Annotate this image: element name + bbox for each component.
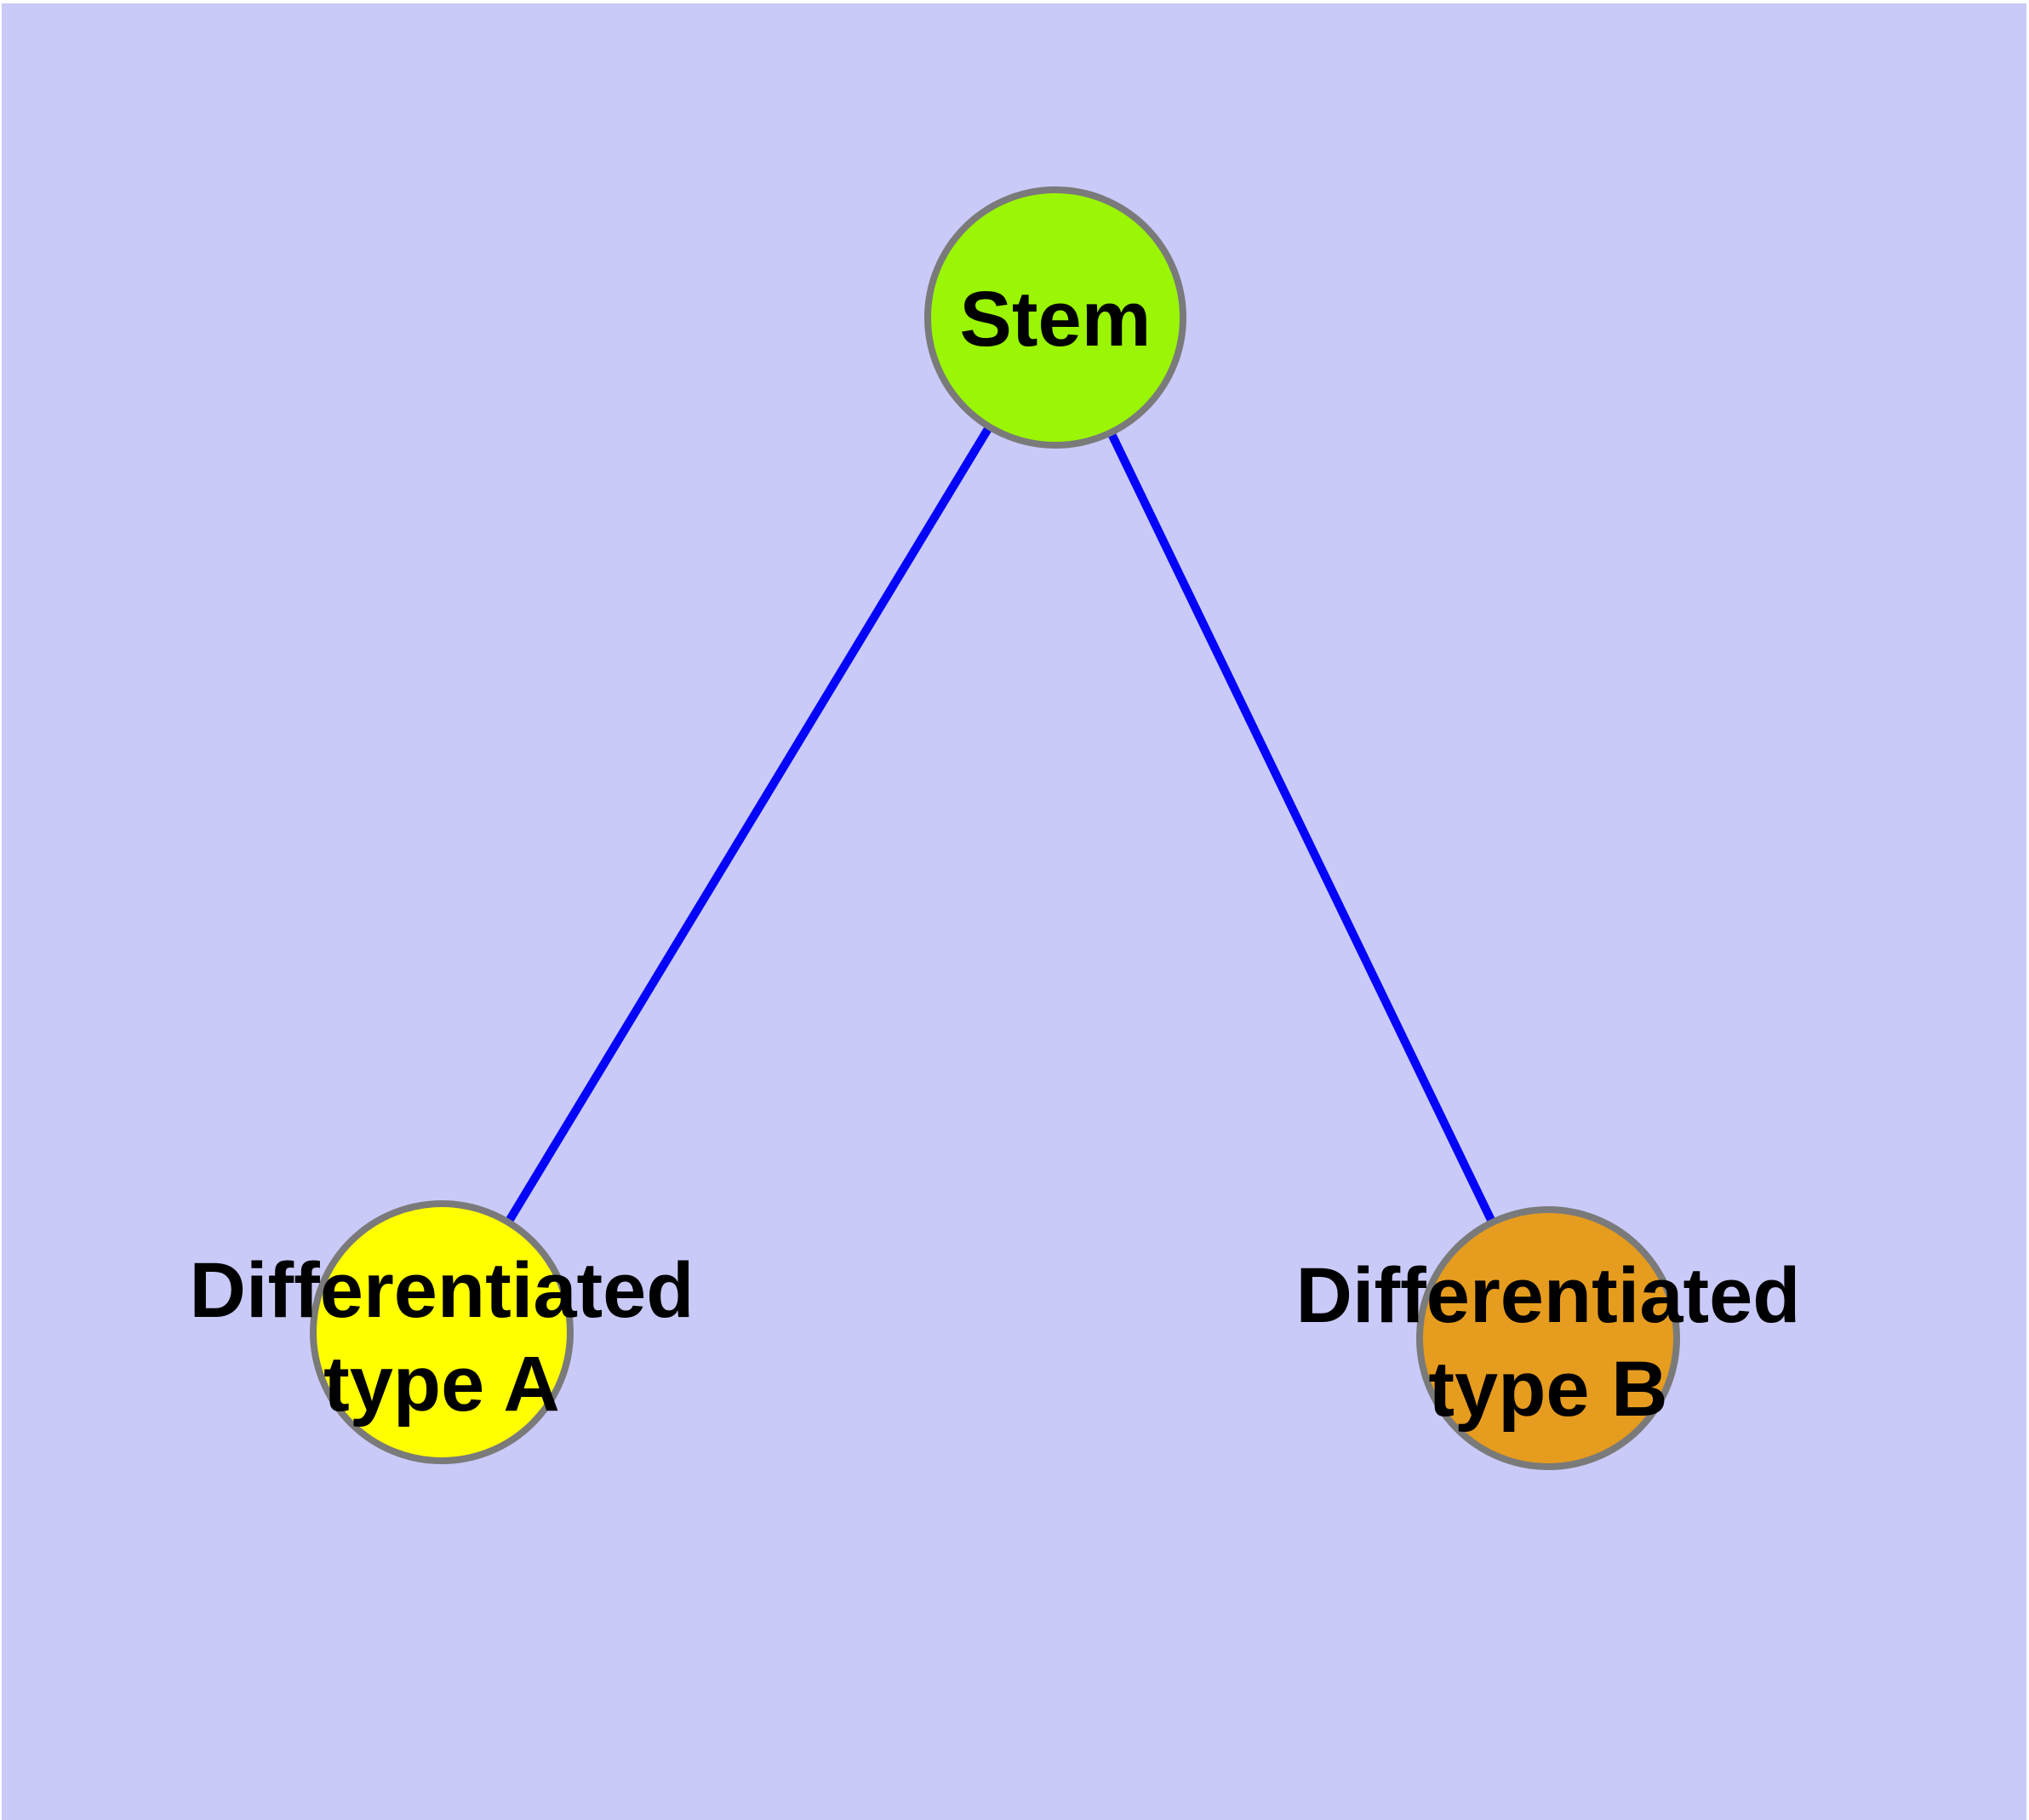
type-a-label-line2: type A [323,1341,560,1428]
type-b-label-line2: type B [1428,1346,1668,1433]
type-b-label-line1: Differentiated [1295,1252,1801,1339]
type-a-node-circle [310,1200,574,1464]
stem-node-circle [924,186,1186,449]
stem-node-label: Stem [959,276,1152,363]
edge-stem-to-type-a [437,315,1060,1335]
type-b-node-label: Differentiated type B [1296,1249,1801,1436]
type-a-node-label: Differentiated type A [190,1244,694,1431]
edge-stem-to-type-b [1051,315,1552,1341]
type-b-node-circle [1416,1206,1680,1470]
type-a-label-line1: Differentiated [189,1247,694,1334]
